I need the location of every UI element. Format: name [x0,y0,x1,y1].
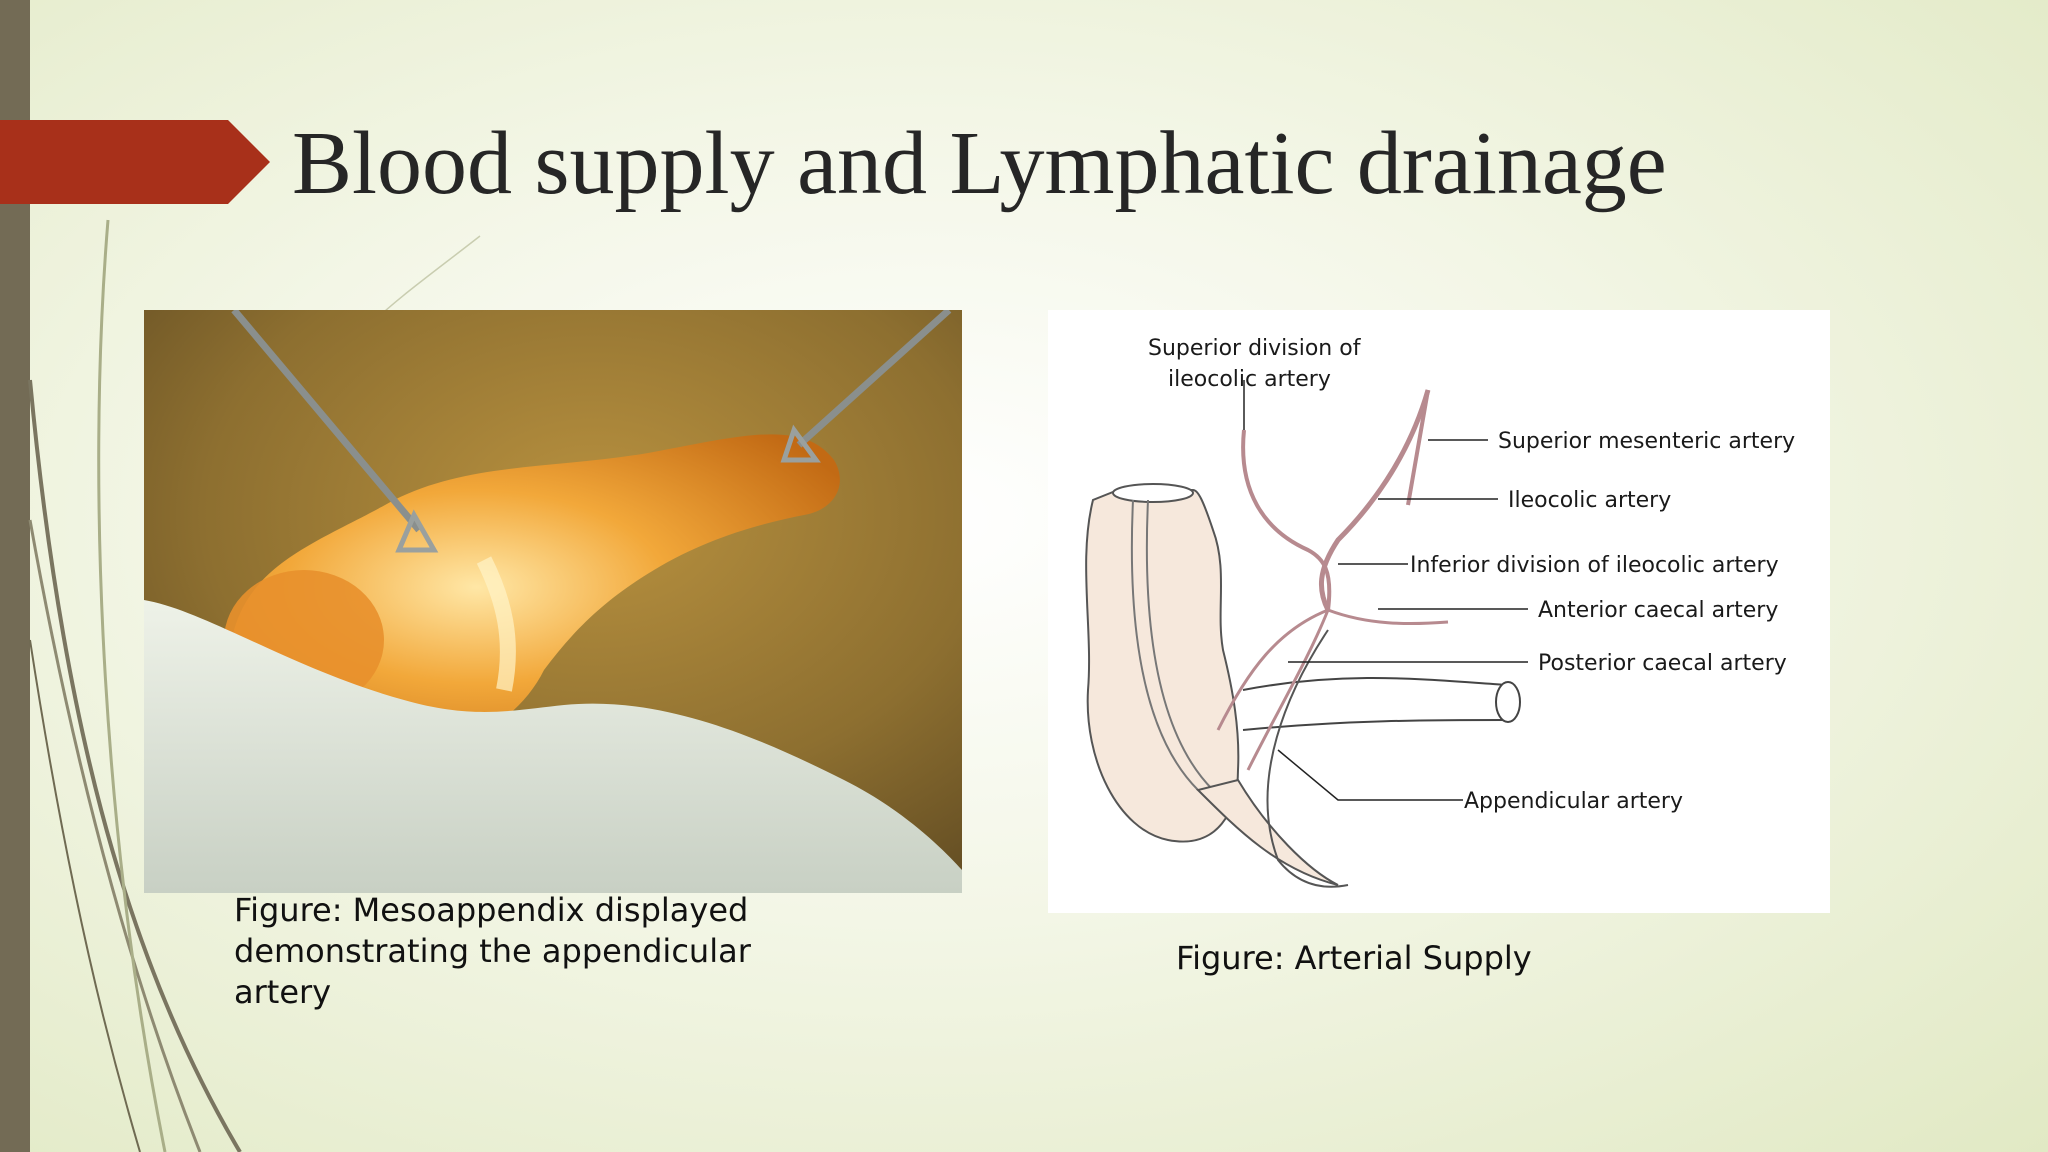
label-posterior-caecal: Posterior caecal artery [1538,651,1787,676]
label-ileocolic: Ileocolic artery [1508,488,1671,513]
slide-title: Blood supply and Lymphatic drainage [292,114,1667,213]
title-arrow-shape [0,120,270,204]
label-superior-division-line1: Superior division of [1148,336,1362,361]
label-superior-division-line2: ileocolic artery [1168,367,1331,392]
right-figure-caption: Figure: Arterial Supply [1176,939,1532,977]
label-inferior-division: Inferior division of ileocolic artery [1410,553,1779,578]
label-superior-mesenteric: Superior mesenteric artery [1498,429,1795,454]
arterial-supply-diagram: Superior division of ileocolic artery Su… [1048,310,1830,913]
label-anterior-caecal: Anterior caecal artery [1538,598,1778,623]
mesoappendix-photo [144,310,962,893]
label-appendicular: Appendicular artery [1464,789,1683,814]
left-figure-caption: Figure: Mesoappendix displayed demonstra… [234,891,751,1011]
